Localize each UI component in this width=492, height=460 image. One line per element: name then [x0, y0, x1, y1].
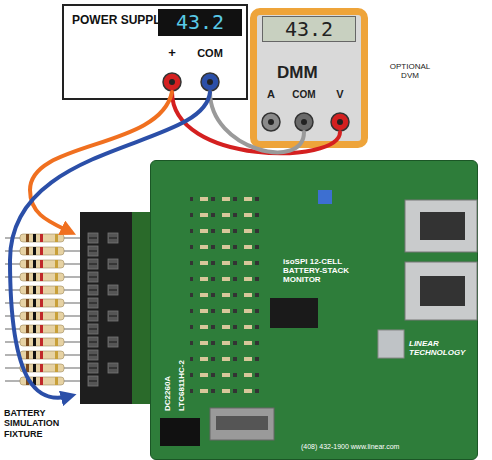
terminal-label: COM — [192, 47, 228, 60]
plus-terminal: + — [160, 46, 184, 92]
com-terminal: COM — [192, 46, 228, 92]
board-title: isoSPI 12-CELL BATTERY-STACK MONITOR — [283, 257, 371, 285]
jack-hole — [207, 79, 213, 85]
multimeter: DMM 43.2ACOM V — [250, 8, 368, 148]
resistor-symbols — [5, 234, 80, 385]
terminal-label: COM — [286, 89, 322, 101]
jack-circle — [295, 113, 313, 131]
test-lead-wire — [10, 92, 210, 398]
display-reading: 43.2 — [263, 18, 355, 41]
jack-circle — [331, 113, 349, 131]
terminal-label: A — [258, 88, 284, 101]
supply-display: 43.2 — [158, 9, 242, 36]
header-connector — [160, 418, 200, 446]
device-title: DMM — [277, 63, 347, 83]
jack-hole — [337, 119, 343, 125]
volt-terminal: V — [328, 88, 352, 132]
display-reading: 43.2 — [158, 11, 242, 34]
terminal-jack — [286, 88, 322, 132]
terminal-jack — [192, 46, 228, 92]
brand-logo: LINEAR TECHNOLOGY — [409, 339, 471, 357]
board-part-number: DC2260A — [163, 376, 172, 411]
meter-com-terminal: COM — [286, 88, 322, 132]
ethernet-jack — [405, 200, 477, 252]
amp-terminal: A — [258, 88, 284, 132]
power-knob — [82, 59, 108, 85]
fixture-caption: BATTERY SIMULATION FIXTURE — [4, 408, 84, 439]
test-lead-wire — [210, 92, 304, 152]
jack-circle — [163, 73, 181, 91]
jack-hole — [301, 119, 307, 125]
jack-circle — [201, 73, 219, 91]
ribbon-connector — [210, 408, 274, 440]
ic-chip — [270, 298, 318, 328]
terminal-block — [80, 212, 150, 404]
smd-components — [190, 185, 266, 400]
jack-opening — [420, 276, 465, 306]
contact-info: (408) 432-1900 www.linear.com — [301, 443, 399, 451]
ribbon-slot — [216, 416, 268, 430]
power-supply: POWER SUPPLY43.2 + COM — [62, 4, 248, 100]
jack-hole — [268, 119, 274, 125]
terminal-label: + — [160, 46, 184, 61]
potentiometer — [318, 190, 332, 204]
jack-hole — [169, 79, 175, 85]
battery-simulation-fixture: BATTERY SIMULATION FIXTURE — [4, 232, 82, 396]
circuit-board: isoSPI 12-CELL BATTERY-STACK MONITOR DC22… — [150, 160, 478, 460]
chip-part-number: LTC6811HC-2 — [177, 360, 186, 411]
transformer — [378, 330, 404, 358]
jack-opening — [420, 212, 465, 240]
terminal-jack — [328, 88, 352, 132]
test-lead-wire — [172, 92, 340, 153]
terminal-label: V — [328, 88, 352, 101]
ethernet-jack — [405, 262, 477, 320]
optional-note: OPTIONAL DVM — [382, 62, 438, 80]
terminal-jack — [258, 88, 284, 132]
meter-display: 43.2 — [262, 16, 356, 42]
test-lead-wire — [30, 92, 172, 232]
terminal-jack — [160, 46, 184, 92]
jack-circle — [262, 113, 280, 131]
device-title: POWER SUPPLY — [72, 14, 164, 28]
